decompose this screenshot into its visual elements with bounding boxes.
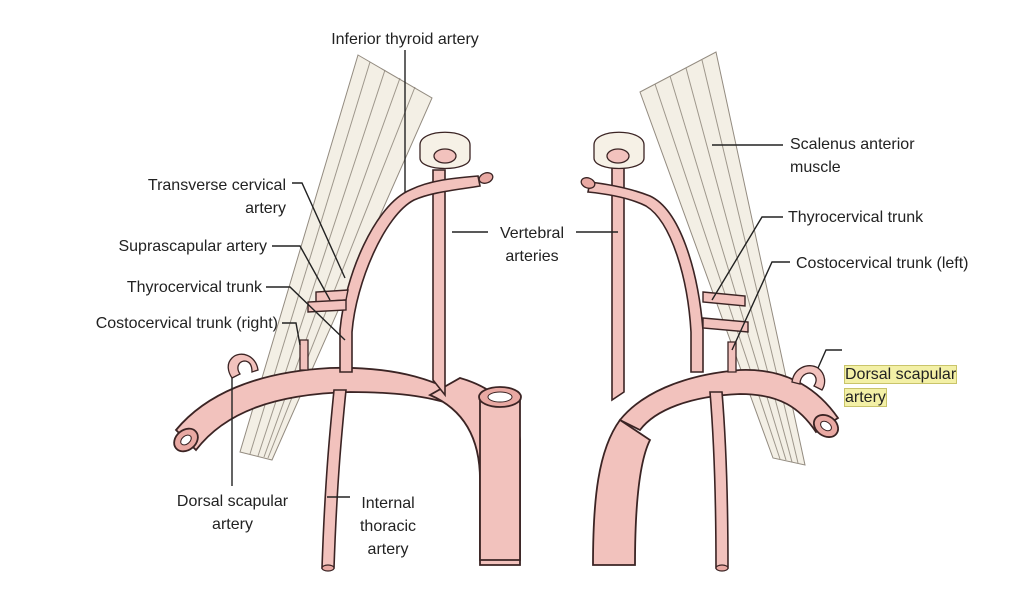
aortic-arch-left	[592, 418, 652, 566]
label-scalenus-anterior-muscle: Scalenus anterior muscle	[790, 136, 915, 176]
leader-transverse-cervical	[292, 182, 346, 279]
transverse-cervical-artery-left	[702, 291, 746, 307]
leader-lines	[231, 50, 842, 498]
label-thyrocervical-trunk-right: Thyrocervical trunk	[126, 279, 262, 296]
label-transverse-cervical-artery: Transverse cervical artery	[147, 177, 286, 217]
label-internal-thoracic-artery: Internal thoracic artery	[359, 495, 417, 558]
highlighted-label-text: Dorsal scapular artery	[843, 365, 958, 407]
label-dorsal-scapular-artery-left: Dorsal scapular artery	[843, 340, 985, 409]
leader-dorsal-scapular-left	[817, 349, 842, 369]
costocervical-trunk-right-vessel	[299, 339, 309, 371]
dorsal-scapular-artery-right-vessel	[227, 353, 259, 379]
dorsal-scapular-artery-left-vessel	[791, 365, 826, 391]
label-dorsal-scapular-artery-right: Dorsal scapular artery	[176, 493, 289, 533]
label-inferior-thyroid-artery: Inferior thyroid artery	[331, 31, 479, 48]
leader-thyrocervical-left	[711, 216, 783, 301]
internal-thoracic-artery-right	[321, 389, 347, 569]
scalenus-anterior-muscle-left	[639, 51, 806, 466]
leader-suprascapular	[272, 245, 331, 301]
vertebral-artery-left	[611, 164, 625, 402]
vertebral-artery-right	[432, 169, 446, 398]
label-thyrocervical-trunk-left: Thyrocervical trunk	[788, 209, 924, 226]
leader-thyrocervical-right	[266, 286, 346, 341]
suprascapular-artery-right	[307, 299, 347, 313]
label-costocervical-trunk-left: Costocervical trunk (left)	[796, 255, 969, 272]
leader-costocervical-right	[282, 322, 301, 346]
costocervical-trunk-left-vessel	[727, 341, 737, 373]
suprascapular-artery-left	[702, 317, 749, 333]
common-carotid-artery-cut	[479, 399, 521, 561]
subclavian-artery-left	[618, 369, 840, 434]
left-side-arteries	[580, 51, 840, 572]
leader-costocervical-left	[731, 261, 790, 351]
label-costocervical-trunk-right: Costocervical trunk (right)	[95, 315, 278, 332]
internal-thoracic-artery-left	[709, 391, 729, 569]
label-suprascapular-artery: Suprascapular artery	[118, 238, 267, 255]
label-vertebral-arteries: Vertebral arteries	[499, 225, 565, 265]
